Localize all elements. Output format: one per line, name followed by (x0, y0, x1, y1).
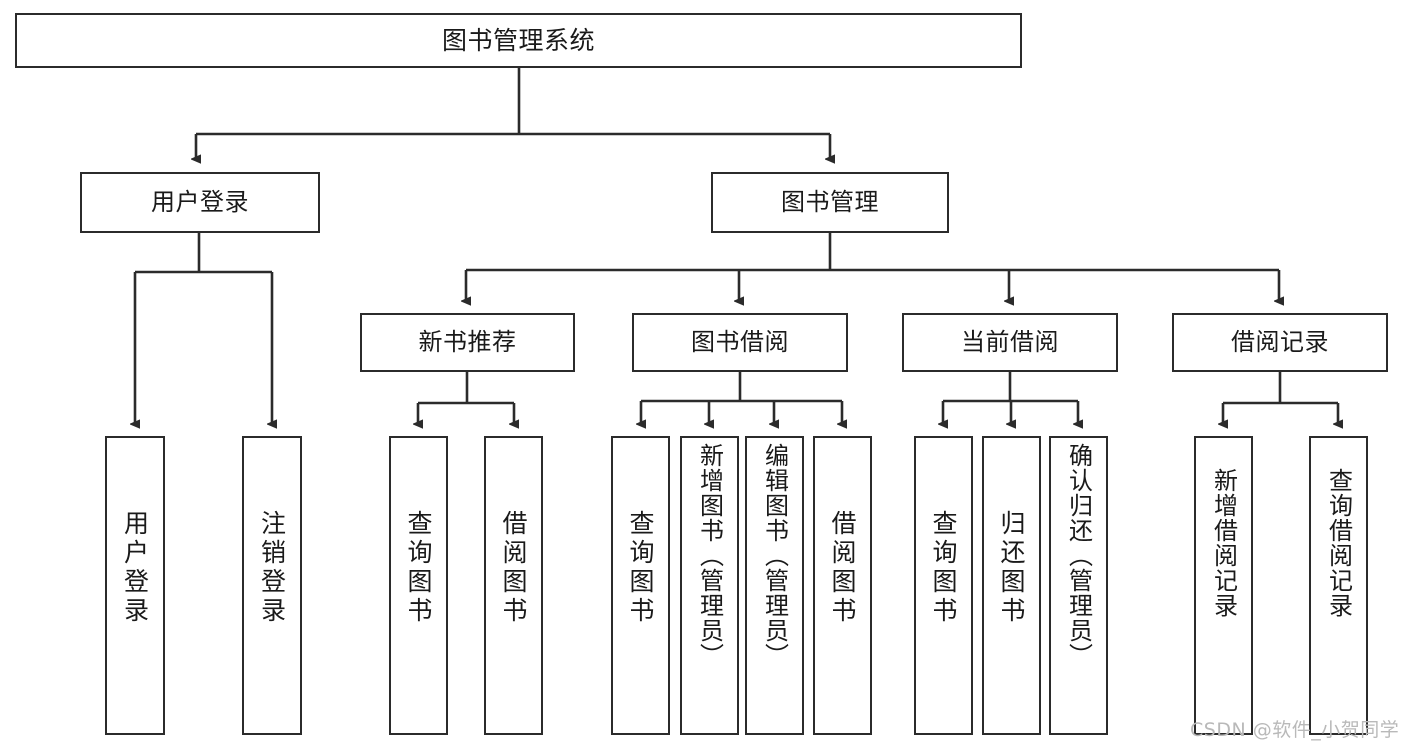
leaf-label: 查询借阅记录 (1324, 468, 1353, 618)
leaf-query-book-new-rec[interactable]: 查询图书 (389, 436, 448, 735)
leaf-confirm-return-admin[interactable]: 确认归还（管理员） (1049, 436, 1108, 735)
leaf-borrow-book-new-rec[interactable]: 借阅图书 (484, 436, 543, 735)
leaf-label: 查询图书 (929, 510, 958, 626)
leaf-query-book-current[interactable]: 查询图书 (914, 436, 973, 735)
node-label: 图书管理系统 (441, 25, 595, 55)
leaf-logout[interactable]: 注销登录 (242, 436, 302, 735)
csdn-watermark: CSDN @软件_小贺同学 (1190, 719, 1400, 741)
leaf-label: 编辑图书（管理员） (760, 443, 789, 668)
leaf-query-borrow-record[interactable]: 查询借阅记录 (1309, 436, 1368, 735)
leaf-edit-book-admin[interactable]: 编辑图书（管理员） (745, 436, 804, 735)
node-borrowing-record[interactable]: 借阅记录 (1172, 313, 1388, 372)
leaf-add-book-admin[interactable]: 新增图书（管理员） (680, 436, 739, 735)
leaf-label: 归还图书 (997, 510, 1026, 626)
node-label: 借阅记录 (1231, 328, 1329, 357)
leaf-label: 借阅图书 (499, 510, 528, 626)
leaf-label: 用户登录 (120, 510, 150, 626)
node-label: 新书推荐 (418, 328, 517, 357)
leaf-label: 新增借阅记录 (1209, 468, 1238, 618)
node-book-management[interactable]: 图书管理 (711, 172, 949, 233)
node-current-borrowing[interactable]: 当前借阅 (902, 313, 1118, 372)
node-label: 当前借阅 (961, 328, 1059, 357)
leaf-label: 查询图书 (404, 510, 433, 626)
leaf-label: 新增图书（管理员） (695, 443, 724, 668)
leaf-label: 确认归还（管理员） (1064, 443, 1093, 668)
leaf-query-book-borrow[interactable]: 查询图书 (611, 436, 670, 735)
leaf-label: 查询图书 (626, 510, 655, 626)
leaf-user-login[interactable]: 用户登录 (105, 436, 165, 735)
node-label: 用户登录 (151, 188, 249, 217)
leaf-label: 注销登录 (257, 510, 287, 626)
node-label: 图书管理 (781, 188, 879, 217)
leaf-return-book[interactable]: 归还图书 (982, 436, 1041, 735)
node-user-login[interactable]: 用户登录 (80, 172, 320, 233)
node-root-book-management-system[interactable]: 图书管理系统 (15, 13, 1022, 68)
node-book-borrowing[interactable]: 图书借阅 (632, 313, 848, 372)
leaf-add-borrow-record[interactable]: 新增借阅记录 (1194, 436, 1253, 735)
node-new-book-recommendation[interactable]: 新书推荐 (360, 313, 575, 372)
leaf-borrow-book-borrow[interactable]: 借阅图书 (813, 436, 872, 735)
leaf-label: 借阅图书 (828, 510, 857, 626)
node-label: 图书借阅 (691, 328, 789, 357)
